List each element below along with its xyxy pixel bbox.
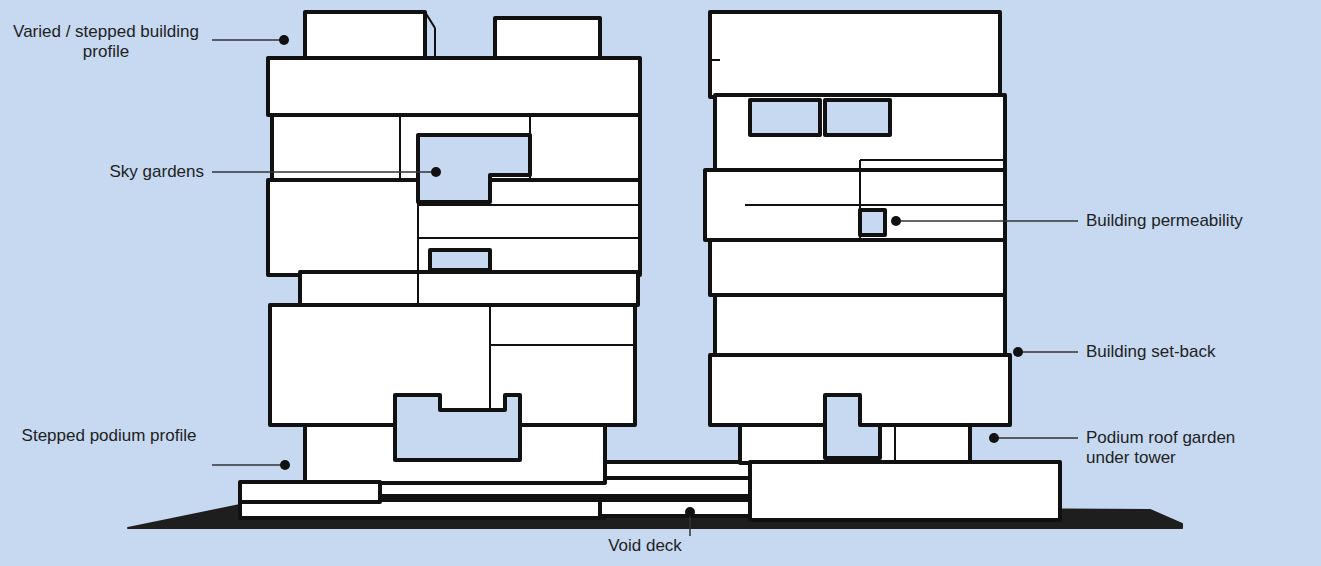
callout-label: Varied / stepped building profile: [8, 22, 204, 62]
callout-label: Podium roof garden under tower: [1086, 428, 1261, 468]
callout-label: Sky gardens: [40, 162, 204, 182]
callout-label: Void deck: [590, 536, 700, 556]
leader-lines: [212, 35, 1078, 536]
callout-label: Building set-back: [1086, 342, 1316, 362]
callout-label: Stepped podium profile: [14, 426, 204, 446]
callout-label: Building permeability: [1086, 211, 1316, 231]
